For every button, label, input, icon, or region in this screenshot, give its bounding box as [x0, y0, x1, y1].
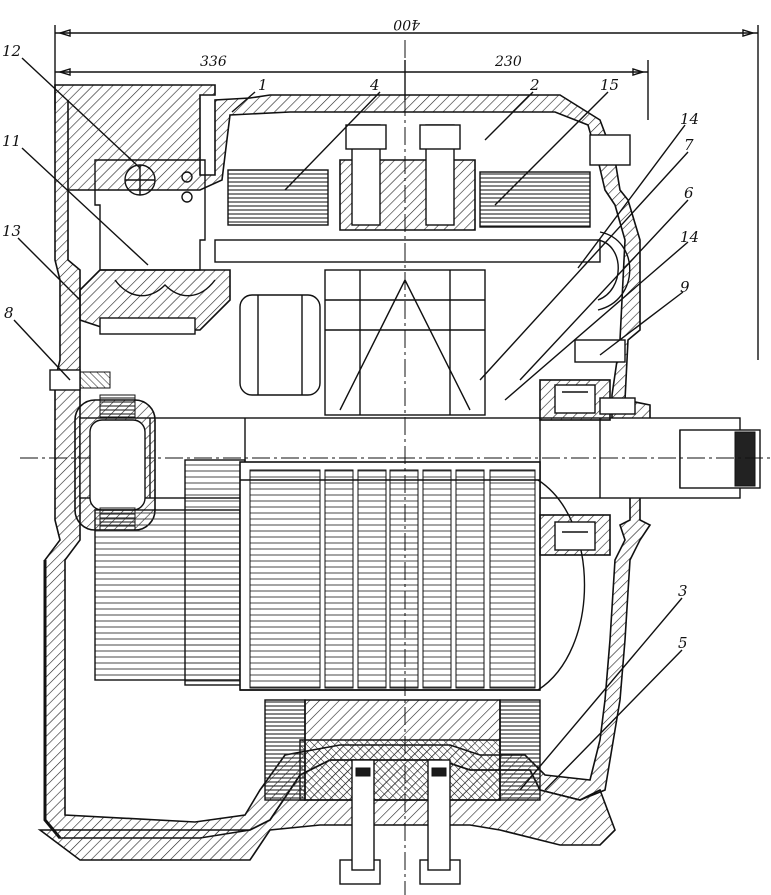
- callout-2: 2: [529, 76, 540, 94]
- armature-core: [239, 269, 486, 416]
- callout-15: 15: [600, 76, 619, 94]
- dimension-right: 230: [494, 54, 522, 70]
- top-poles: [227, 124, 591, 231]
- callout-14-mid: 14: [680, 228, 699, 246]
- left-bolt: [49, 369, 111, 391]
- callout-8: 8: [4, 304, 14, 322]
- bottom-pole: [264, 699, 541, 871]
- callout-13: 13: [2, 222, 21, 240]
- callout-labels: 12 11 13 8 1 4 2 15 14 7 6 14 9 3 5: [2, 42, 699, 652]
- commutator: [94, 459, 246, 686]
- callout-1: 1: [258, 76, 268, 94]
- dimension-overall: 400: [393, 16, 421, 32]
- callout-11: 11: [2, 132, 21, 150]
- right-bearing: [539, 379, 611, 556]
- callout-6: 6: [684, 184, 694, 202]
- dimension-lines: [54, 25, 759, 360]
- right-fitting: [574, 134, 636, 415]
- dimension-left: 336: [200, 54, 227, 70]
- callout-14-top: 14: [680, 110, 699, 128]
- callout-3: 3: [678, 582, 688, 600]
- terminal-box: [79, 159, 231, 335]
- leader-lines: [13, 57, 689, 791]
- callout-7: 7: [684, 136, 694, 154]
- callout-5: 5: [678, 634, 688, 652]
- callout-12: 12: [2, 42, 21, 60]
- callout-4: 4: [369, 76, 380, 94]
- callout-9: 9: [680, 278, 690, 296]
- armature-laminations: [239, 461, 586, 691]
